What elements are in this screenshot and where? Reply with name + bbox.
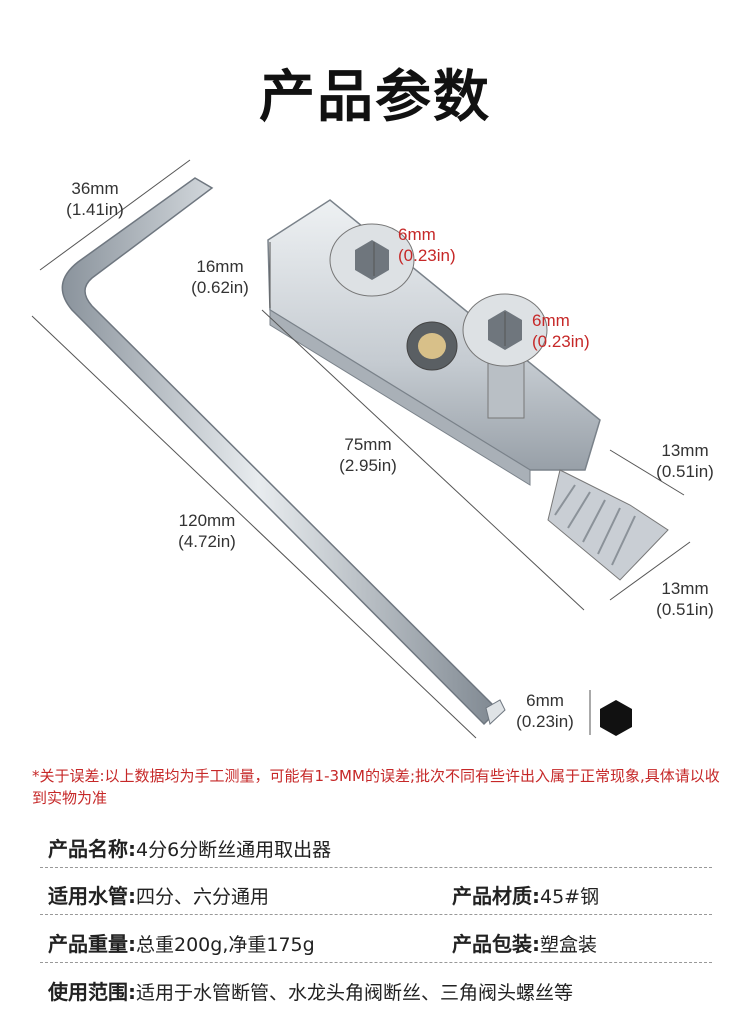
hex-icon (600, 700, 632, 736)
spec-name-value: 4分6分断丝通用取出器 (136, 839, 332, 861)
spec-name-label: 产品名称: (48, 837, 136, 861)
spec-pipe-label: 适用水管: (48, 884, 136, 908)
key-long-mm: 120mm (178, 511, 236, 530)
screw1-dimension: 6mm (0.23in) (398, 224, 456, 266)
body-length-dimension: 75mm (2.95in) (328, 434, 408, 476)
extractor-body-drawing (267, 199, 669, 581)
spec-material-value: 45#钢 (540, 886, 600, 908)
spec-usage: 使用范围:适用于水管断管、水龙头角阀断丝、三角阀头螺丝等 (48, 976, 573, 1005)
body-height-in: (0.62in) (191, 278, 249, 297)
divider (40, 914, 712, 915)
spec-product-name: 产品名称:4分6分断丝通用取出器 (48, 833, 331, 862)
spec-usage-value: 适用于水管断管、水龙头角阀断丝、三角阀头螺丝等 (136, 982, 574, 1004)
spec-pipe-value: 四分、六分通用 (136, 886, 270, 908)
gear-length-mm: 13mm (661, 579, 709, 598)
body-height-mm: 16mm (196, 257, 244, 276)
screw2-dimension: 6mm (0.23in) (532, 310, 590, 352)
body-height-dimension: 16mm (0.62in) (180, 256, 260, 298)
spec-package: 产品包装:塑盒装 (452, 928, 597, 957)
spec-weight-label: 产品重量: (48, 932, 136, 956)
product-illustration (31, 159, 691, 739)
spec-material: 产品材质:45#钢 (452, 880, 599, 909)
gear-length-in: (0.51in) (656, 600, 714, 619)
screw2-in: (0.23in) (532, 332, 590, 351)
hex-dimension: 6mm (0.23in) (505, 690, 585, 732)
spec-package-label: 产品包装: (452, 932, 540, 956)
body-length-mm: 75mm (344, 435, 392, 454)
hex-key-drawing (61, 177, 506, 726)
gear-width-in: (0.51in) (656, 462, 714, 481)
screw1-mm: 6mm (398, 225, 436, 244)
page-title: 产品参数 (259, 65, 491, 130)
gear-width-mm: 13mm (661, 441, 709, 460)
screw2-mm: 6mm (532, 311, 570, 330)
divider (40, 867, 712, 868)
key-short-in: (1.41in) (66, 200, 124, 219)
body-length-in: (2.95in) (339, 456, 397, 475)
spec-package-value: 塑盒装 (540, 934, 598, 956)
key-long-dimension: 120mm (4.72in) (162, 510, 252, 552)
spec-weight-value: 总重200g,净重175g (136, 934, 315, 956)
screw1-in: (0.23in) (398, 246, 456, 265)
spec-usage-label: 使用范围: (48, 980, 136, 1004)
key-short-mm: 36mm (71, 179, 119, 198)
spec-pipe: 适用水管:四分、六分通用 (48, 880, 269, 909)
spec-material-label: 产品材质: (452, 884, 540, 908)
gear-length-dimension: 13mm (0.51in) (645, 578, 725, 620)
spec-weight: 产品重量:总重200g,净重175g (48, 928, 315, 957)
divider (40, 962, 712, 963)
key-long-in: (4.72in) (178, 532, 236, 551)
key-short-dimension: 36mm (1.41in) (55, 178, 135, 220)
hex-mm: 6mm (526, 691, 564, 710)
hex-in: (0.23in) (516, 712, 574, 731)
gear-width-dimension: 13mm (0.51in) (645, 440, 725, 482)
measurement-note: *关于误差:以上数据均为手工测量，可能有1-3MM的误差;批次不同有些许出入属于… (32, 767, 720, 807)
